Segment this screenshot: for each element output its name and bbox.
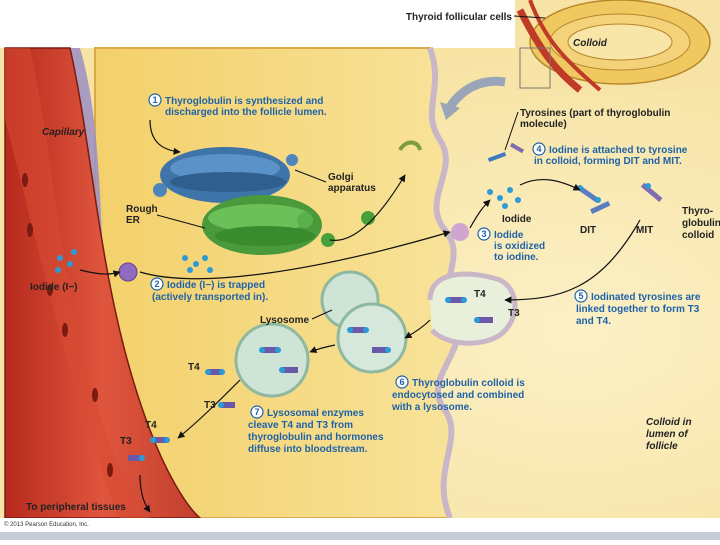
golgi-label-2: apparatus bbox=[328, 183, 376, 194]
svg-text:Thyroglobulin is synthesized a: Thyroglobulin is synthesized and bbox=[165, 96, 323, 107]
inset-follicle bbox=[516, 0, 711, 93]
tyrosines-label-2: molecule) bbox=[520, 119, 567, 130]
step-6: 6 Thyroglobulin colloid is endocytosed a… bbox=[391, 375, 525, 413]
t3-label-cell: T3 bbox=[204, 400, 216, 411]
step-7: 7 Lysosomal enzymes cleave T4 and T3 fro… bbox=[248, 405, 384, 455]
t3-t4-clusters bbox=[128, 297, 493, 461]
colloid-lumen-label-3: follicle bbox=[646, 441, 678, 452]
to-peripheral-label: To peripheral tissues bbox=[26, 502, 126, 513]
svg-text:6: 6 bbox=[399, 377, 404, 387]
svg-text:diffuse into bloodstream.: diffuse into bloodstream. bbox=[248, 444, 368, 455]
step-1: 1 Thyroglobulin is synthesized and disch… bbox=[148, 93, 327, 118]
apical-transporter bbox=[451, 223, 469, 241]
svg-text:4: 4 bbox=[536, 144, 541, 154]
svg-text:7: 7 bbox=[254, 407, 259, 417]
copyright: © 2013 Pearson Education, Inc. bbox=[4, 521, 89, 528]
rough-er-label-1: Rough bbox=[126, 204, 158, 215]
thyroglobulin-colloid-label-2: globulin bbox=[682, 218, 720, 229]
mit-label: MIT bbox=[636, 225, 653, 236]
footer-strip bbox=[0, 532, 720, 540]
svg-text:with a lysosome.: with a lysosome. bbox=[391, 402, 472, 413]
iodide-ions bbox=[55, 187, 521, 273]
t4-label-blood: T4 bbox=[145, 420, 157, 431]
svg-text:Iodine is attached to tyrosine: Iodine is attached to tyrosine bbox=[549, 145, 688, 156]
golgi-label-1: Golgi bbox=[328, 172, 354, 183]
iodide-transporter bbox=[118, 262, 138, 282]
svg-text:2: 2 bbox=[154, 279, 159, 289]
svg-text:Iodide (I−) is trapped: Iodide (I−) is trapped bbox=[167, 280, 265, 291]
svg-text:thyroglobulin and hormones: thyroglobulin and hormones bbox=[248, 432, 384, 443]
iodide-lumen-label: Iodide bbox=[502, 214, 532, 225]
t3-label-vesicle: T3 bbox=[508, 308, 520, 319]
svg-text:(actively transported in).: (actively transported in). bbox=[152, 292, 268, 303]
svg-text:Iodide: Iodide bbox=[494, 230, 524, 241]
svg-text:1: 1 bbox=[152, 95, 157, 105]
svg-text:and T4.: and T4. bbox=[576, 316, 611, 327]
svg-text:discharged into the follicle l: discharged into the follicle lumen. bbox=[165, 107, 327, 118]
step-4: 4 Iodine is attached to tyrosine in coll… bbox=[532, 142, 688, 167]
lysosome-phagocytic bbox=[234, 322, 310, 398]
svg-text:Thyroglobulin colloid is: Thyroglobulin colloid is bbox=[412, 378, 525, 389]
svg-text:linked together to form T3: linked together to form T3 bbox=[576, 304, 700, 315]
t4-label-vesicle: T4 bbox=[474, 289, 486, 300]
inset-title: Thyroid follicular cells bbox=[406, 12, 513, 23]
pathway-arrows bbox=[79, 119, 641, 513]
lysosome-label: Lysosome bbox=[260, 315, 310, 326]
step-3: 3 Iodide is oxidized to iodine. bbox=[477, 227, 545, 263]
svg-text:Iodinated tyrosines are: Iodinated tyrosines are bbox=[591, 292, 701, 303]
inset-colloid-label: Colloid bbox=[573, 38, 608, 49]
svg-text:Lysosomal enzymes: Lysosomal enzymes bbox=[267, 408, 364, 419]
svg-text:3: 3 bbox=[481, 229, 486, 239]
svg-text:endocytosed and combined: endocytosed and combined bbox=[392, 390, 524, 401]
rough-er-label-2: ER bbox=[126, 215, 141, 226]
t3-label-blood: T3 bbox=[120, 436, 132, 447]
inset-zoom-box bbox=[519, 47, 551, 89]
svg-text:to iodine.: to iodine. bbox=[494, 252, 539, 263]
t4-label-cell: T4 bbox=[188, 362, 200, 373]
svg-text:5: 5 bbox=[578, 291, 583, 301]
colloid-lumen-label-2: lumen of bbox=[646, 429, 689, 440]
golgi-apparatus bbox=[153, 147, 298, 203]
mit-molecules bbox=[640, 182, 663, 203]
svg-text:is oxidized: is oxidized bbox=[494, 241, 545, 252]
svg-text:in colloid, forming DIT and MI: in colloid, forming DIT and MIT. bbox=[534, 156, 682, 167]
svg-text:cleave T4 and T3 from: cleave T4 and T3 from bbox=[248, 420, 353, 431]
thyroglobulin-colloid-label-3: colloid bbox=[682, 230, 714, 241]
iodide-left-label: Iodide (I−) bbox=[30, 282, 78, 293]
step-2: 2 Iodide (I−) is trapped (actively trans… bbox=[150, 277, 268, 303]
capillary-pores bbox=[22, 173, 113, 477]
thyroglobulin-colloid-label-1: Thyro- bbox=[682, 206, 713, 217]
endocytic-vesicle bbox=[427, 271, 518, 346]
rough-er bbox=[202, 195, 375, 255]
inset-arrow bbox=[444, 76, 506, 113]
dit-label: DIT bbox=[580, 225, 596, 236]
tyrosines-label-1: Tyrosines (part of thyroglobulin bbox=[520, 108, 670, 119]
capillary-label: Capillary bbox=[42, 127, 85, 138]
lysosome-vesicle bbox=[320, 270, 408, 374]
capillary bbox=[4, 47, 203, 519]
tyrosine-molecules bbox=[398, 140, 525, 162]
step-5: 5 Iodinated tyrosines are linked togethe… bbox=[574, 289, 701, 327]
colloid-lumen-label-1: Colloid in bbox=[646, 417, 692, 428]
